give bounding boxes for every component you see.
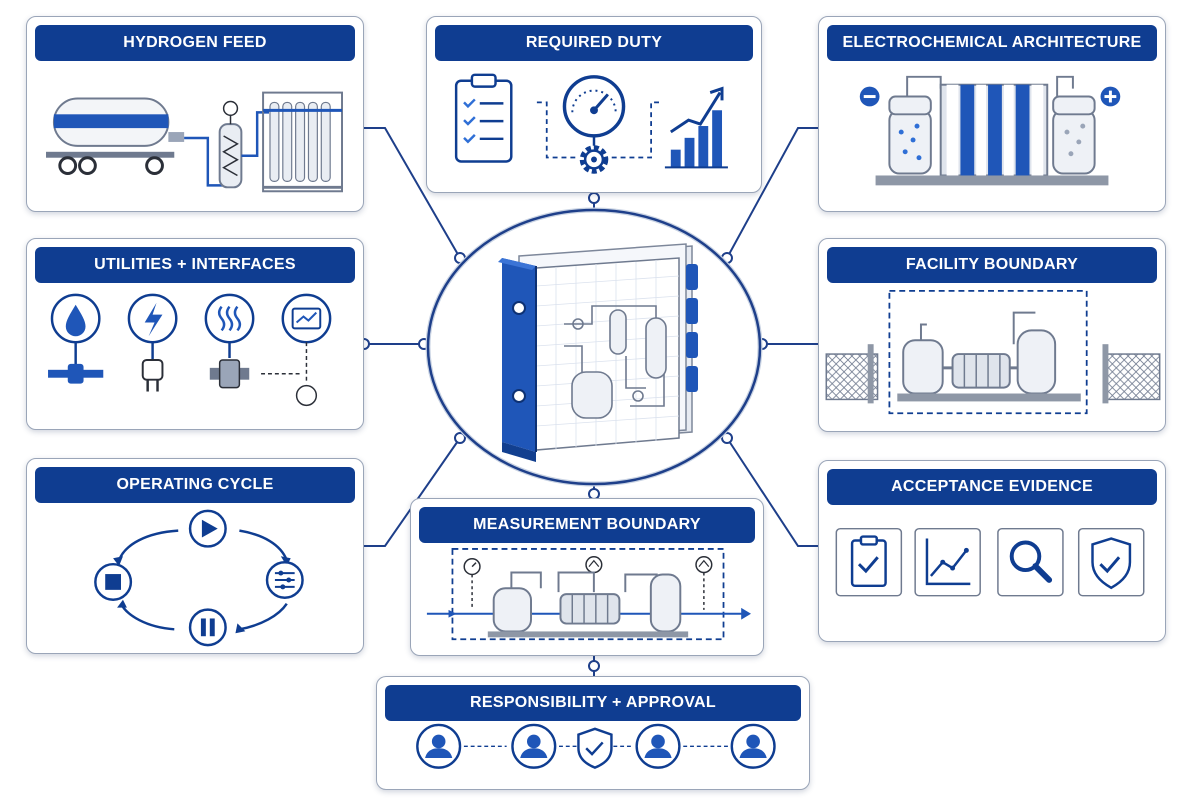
panel-art	[27, 285, 363, 429]
panel-title: ELECTROCHEMICAL ARCHITECTURE	[827, 25, 1157, 61]
magnifier-icon	[1009, 540, 1053, 583]
person-icon	[416, 723, 462, 769]
connector-operating-cycle	[364, 437, 461, 547]
panel-acceptance-evidence: ACCEPTANCE EVIDENCE	[818, 460, 1166, 642]
shield-check-icon	[577, 727, 613, 769]
person-icon	[511, 723, 557, 769]
gear-icon	[579, 145, 609, 174]
panel-art	[819, 285, 1165, 431]
panel-title: OPERATING CYCLE	[35, 467, 355, 503]
panel-title-text: FACILITY BOUNDARY	[905, 256, 1079, 273]
panel-title-text: ELECTROCHEMICAL ARCHITECTURE	[842, 34, 1142, 51]
heat-icon	[209, 305, 250, 389]
panel-responsibility-approval: RESPONSIBILITY + APPROVAL	[376, 676, 810, 790]
plus-terminal-icon	[1100, 86, 1121, 107]
panel-title: REQUIRED DUTY	[435, 25, 753, 61]
panel-utilities-interfaces: UTILITIES + INTERFACES	[26, 238, 364, 430]
electrolyzer-stack-icon	[875, 75, 1109, 186]
panel-measurement-boundary: MEASUREMENT BOUNDARY	[410, 498, 764, 656]
adjust-sliders-icon	[265, 560, 304, 599]
panel-art	[819, 507, 1165, 641]
panel-art	[427, 63, 761, 192]
trend-chart-icon	[925, 538, 971, 586]
process-skid-icon	[897, 311, 1081, 402]
pressure-gauge-icon	[562, 75, 626, 146]
minus-terminal-icon	[859, 86, 880, 107]
panel-title-text: RESPONSIBILITY + APPROVAL	[470, 694, 716, 711]
person-icon	[635, 723, 681, 769]
panel-title: RESPONSIBILITY + APPROVAL	[385, 685, 801, 721]
panel-required-duty: REQUIRED DUTY	[426, 16, 762, 193]
flow-meter-icon	[585, 556, 713, 610]
panel-title-text: OPERATING CYCLE	[116, 476, 274, 493]
panel-title-text: ACCEPTANCE EVIDENCE	[891, 478, 1093, 495]
panel-title: ACCEPTANCE EVIDENCE	[827, 469, 1157, 505]
panel-title-text: MEASUREMENT BOUNDARY	[473, 516, 701, 533]
shield-check-icon	[1091, 537, 1132, 590]
panel-art	[27, 63, 363, 211]
filter-vessel-icon	[218, 100, 243, 189]
tanker-truck-icon	[46, 97, 185, 175]
panel-facility-boundary: FACILITY BOUNDARY	[818, 238, 1166, 432]
gas-cylinder-bank-icon	[262, 91, 343, 193]
pause-icon	[188, 608, 227, 647]
panel-title: FACILITY BOUNDARY	[827, 247, 1157, 283]
panel-operating-cycle: OPERATING CYCLE	[26, 458, 364, 654]
panel-title: HYDROGEN FEED	[35, 25, 355, 61]
person-icon	[730, 723, 776, 769]
play-icon	[188, 509, 227, 548]
water-drop-icon	[48, 304, 104, 384]
central-design-binder	[424, 206, 764, 488]
node-dot	[454, 432, 466, 444]
connector-acceptance	[726, 437, 818, 547]
process-train-icon	[487, 571, 689, 638]
panel-art	[819, 63, 1165, 211]
panel-art	[27, 505, 363, 653]
panel-title-text: HYDROGEN FEED	[123, 34, 267, 51]
checked-clipboard-icon	[850, 535, 887, 588]
lightning-icon	[141, 302, 164, 392]
connector-hydrogen-feed	[364, 127, 461, 259]
connector-electrochemical	[726, 127, 818, 259]
panel-art	[411, 545, 763, 655]
panel-title-text: REQUIRED DUTY	[525, 34, 663, 51]
node-dot	[721, 432, 733, 444]
binder-with-process-diagram-icon	[498, 243, 698, 462]
monitor-signal-icon	[261, 307, 322, 407]
fence-icon	[825, 344, 1161, 404]
panel-electrochemical-architecture: ELECTROCHEMICAL ARCHITECTURE	[818, 16, 1166, 212]
gauge-icon	[463, 558, 481, 610]
growth-bar-chart-icon	[664, 86, 728, 169]
panel-hydrogen-feed: HYDROGEN FEED	[26, 16, 364, 212]
panel-title-text: UTILITIES + INTERFACES	[94, 256, 296, 273]
panel-title: UTILITIES + INTERFACES	[35, 247, 355, 283]
checklist-clipboard-icon	[454, 73, 513, 163]
node-dot	[588, 660, 600, 672]
node-dot	[588, 192, 600, 204]
stop-icon	[94, 562, 133, 601]
panel-title: MEASUREMENT BOUNDARY	[419, 507, 755, 543]
panel-art	[377, 723, 809, 789]
